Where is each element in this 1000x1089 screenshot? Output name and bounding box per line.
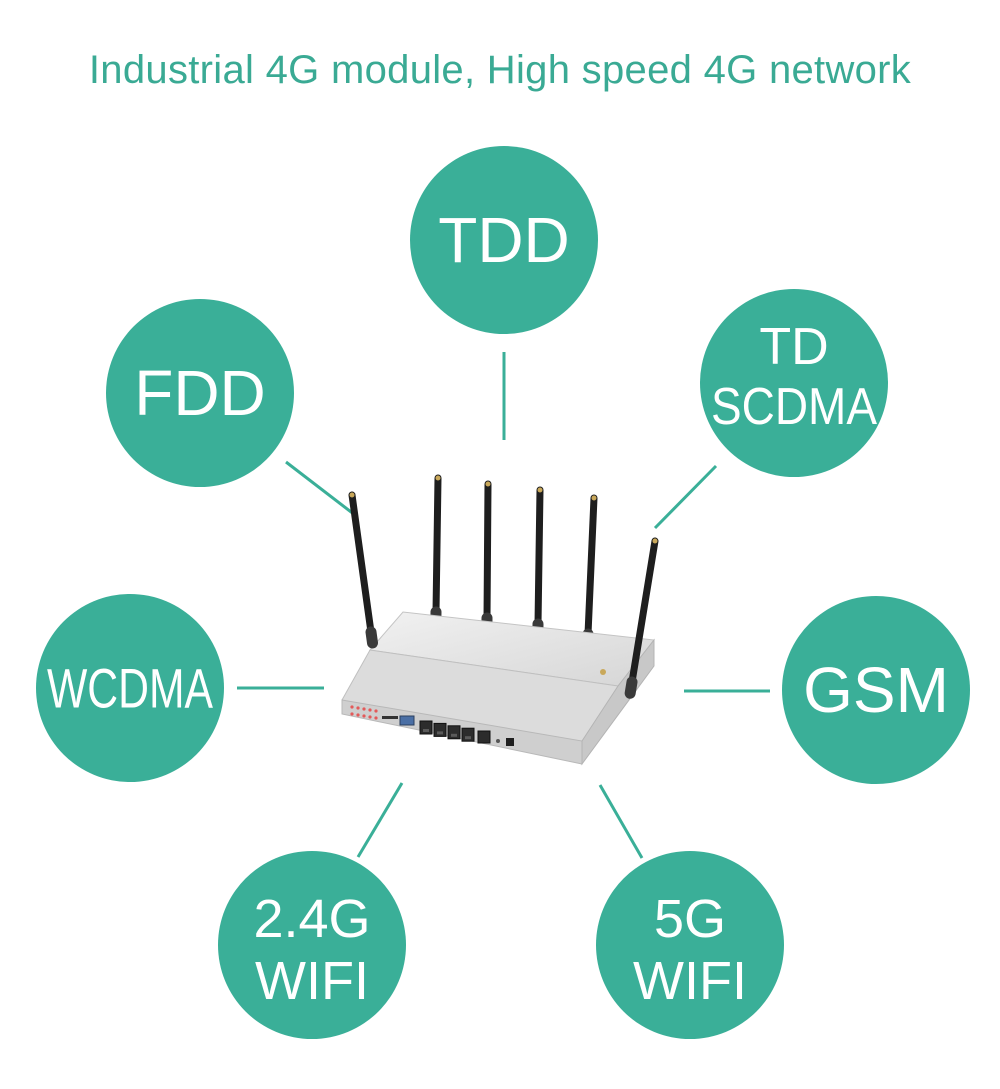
bubble-circle — [106, 299, 294, 487]
bubble-circle — [410, 146, 598, 334]
lan-port-icon — [461, 727, 475, 742]
bubble-wcdma: WCDMA — [36, 594, 224, 782]
router-icon — [341, 474, 659, 766]
connector-line-2-4g-wifi — [356, 782, 404, 858]
bubble-label: WIFI — [255, 951, 369, 1011]
wan-port-icon — [477, 730, 491, 744]
usb-port-icon — [399, 715, 415, 726]
antenna-icon — [532, 486, 544, 641]
bubble-circle — [782, 596, 970, 784]
connector-line-5g-wifi — [598, 784, 644, 859]
connector-line-fdd — [285, 460, 356, 517]
bubble-label: FDD — [134, 357, 266, 429]
page-title: Industrial 4G module, High speed 4G netw… — [88, 48, 912, 92]
connector-line-td-scdma — [653, 464, 718, 530]
antenna-icon — [481, 480, 493, 635]
lan-port-icon — [433, 722, 447, 737]
bubble-label: 5G — [654, 889, 726, 949]
bubble-label: 2.4G — [253, 889, 370, 949]
antenna-icon — [430, 474, 442, 629]
sim-slot-icon — [382, 716, 398, 719]
lan-ports — [419, 720, 475, 742]
bubble-label: GSM — [803, 654, 949, 726]
bubble-circle — [36, 594, 224, 782]
bubble-circle — [596, 851, 784, 1039]
power-jack-icon — [506, 738, 514, 746]
status-led-indicators — [350, 705, 378, 720]
bubble-label: SCDMA — [711, 378, 877, 436]
lan-port-icon — [447, 725, 461, 740]
connector-lines — [237, 352, 770, 859]
bubble-label: TD — [759, 318, 828, 376]
antenna-icon — [624, 537, 659, 699]
reset-button-icon — [496, 739, 500, 743]
antenna-icon — [582, 494, 598, 651]
lan-port-icon — [419, 720, 433, 735]
antenna-icon — [348, 491, 379, 649]
bubble-tdd: TDD — [410, 146, 598, 334]
bubble-fdd: FDD — [106, 299, 294, 487]
bubble-label: WCDMA — [47, 657, 213, 720]
bubble-circle — [218, 851, 406, 1039]
bubble-gsm: GSM — [782, 596, 970, 784]
bubble-label: TDD — [438, 204, 570, 276]
bubble-label: WIFI — [633, 951, 747, 1011]
bubble-circle — [700, 289, 888, 477]
